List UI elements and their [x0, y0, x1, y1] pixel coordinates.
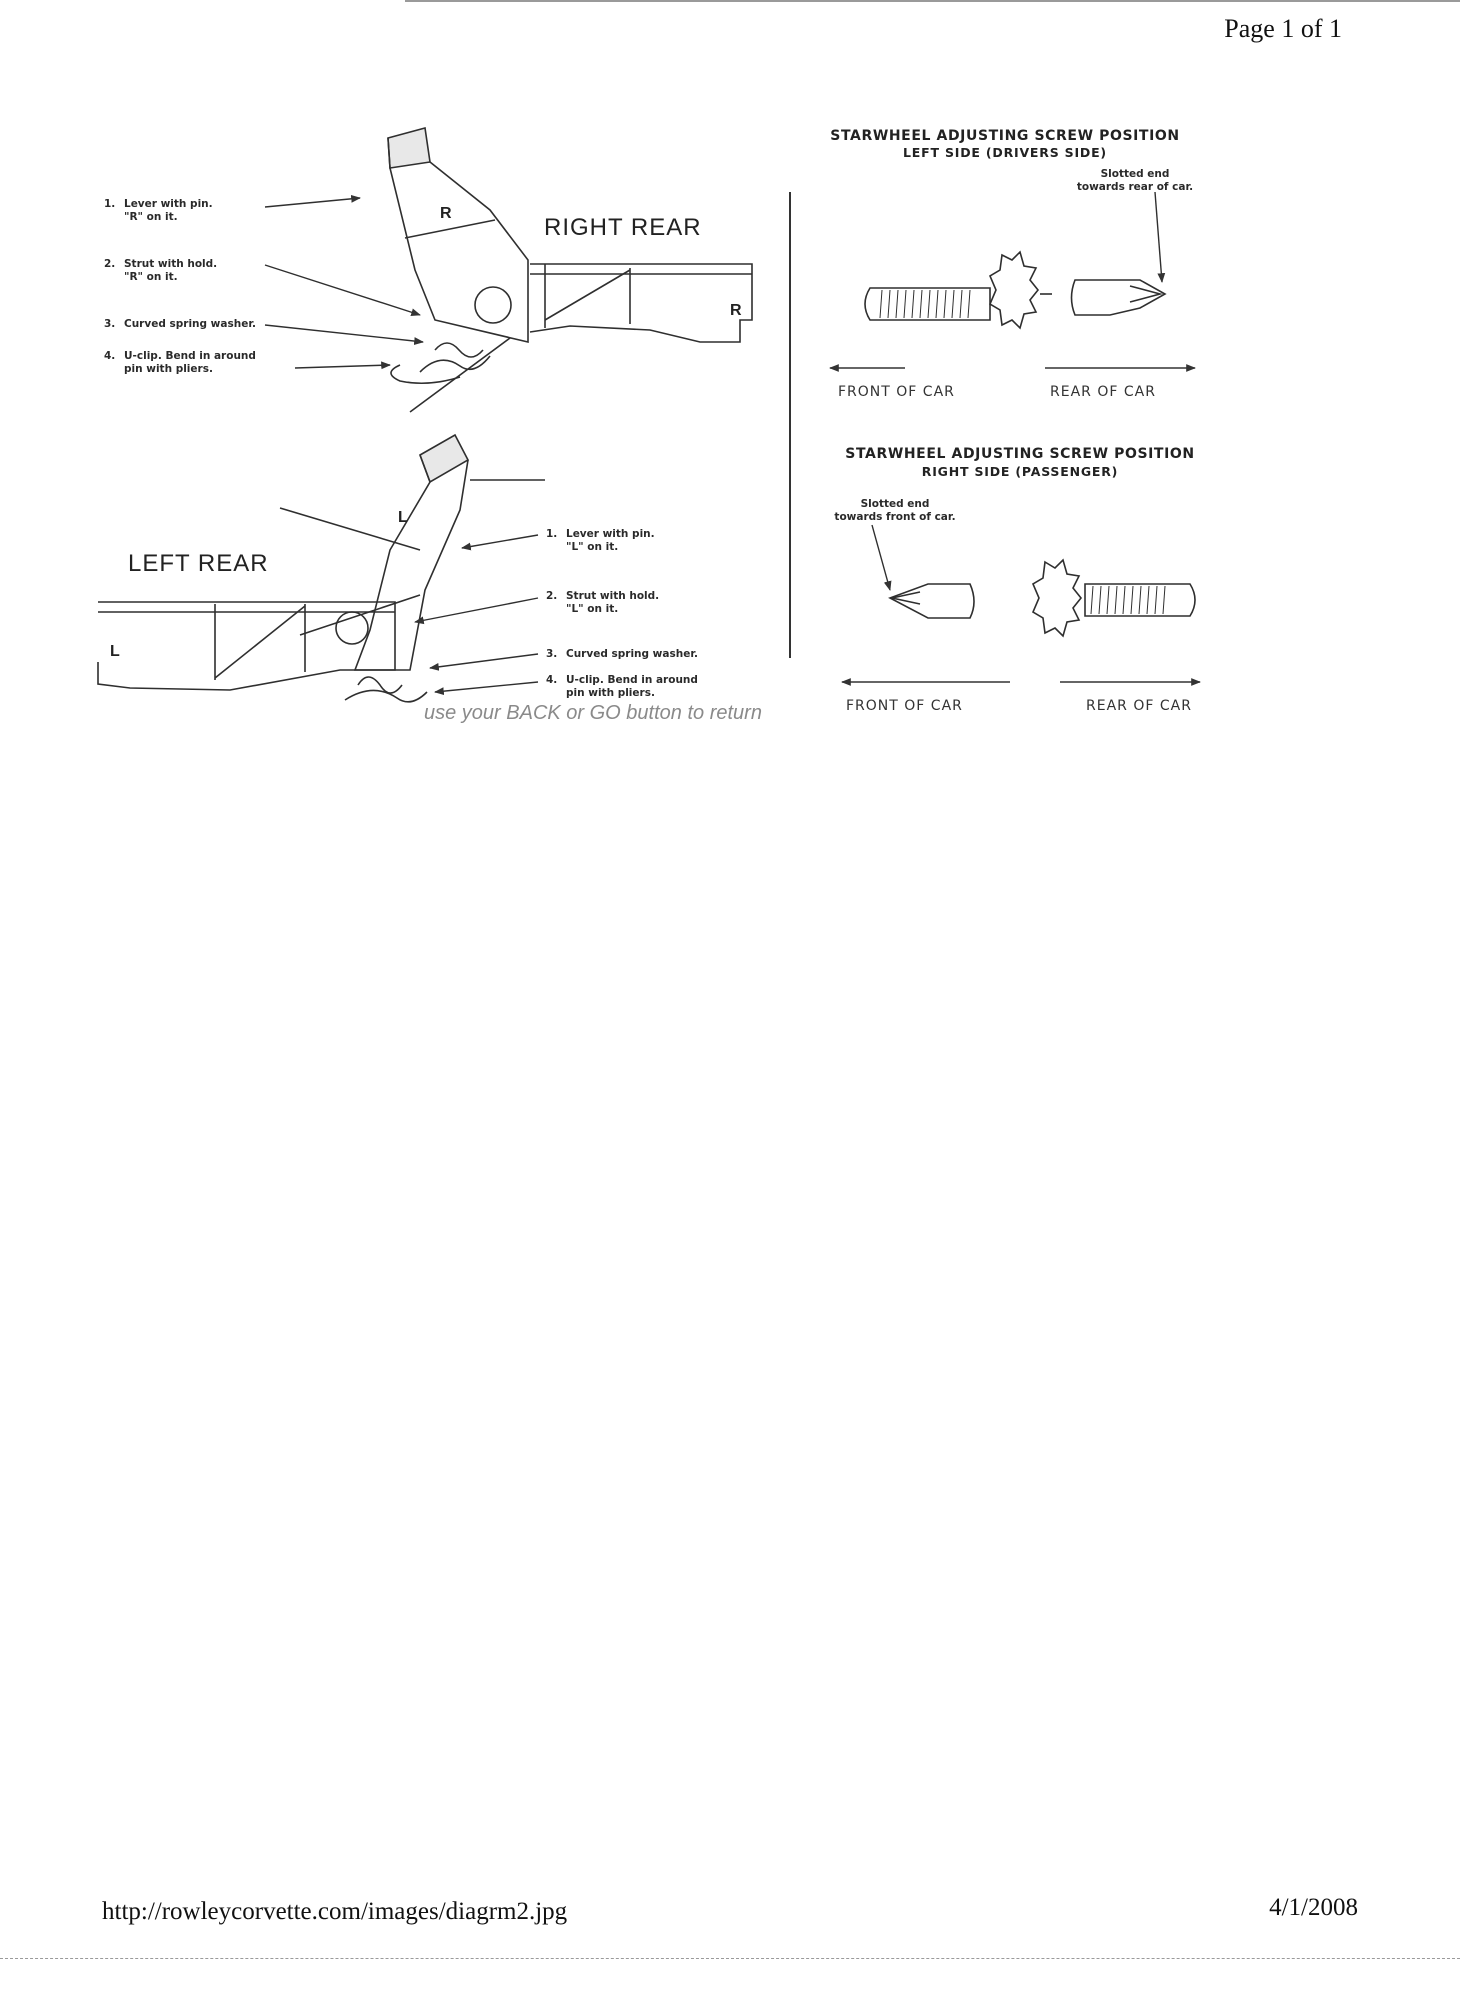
- brake-diagram: R R L L: [90, 110, 1220, 740]
- footer-date: 4/1/2008: [1269, 1894, 1358, 1921]
- diagram-drawing: R R L L: [97, 126, 1201, 703]
- slotted-note-arrow-left: [1154, 191, 1166, 283]
- thread-lines-left: [879, 289, 971, 319]
- return-note: use your BACK or GO button to return: [424, 702, 762, 724]
- left-legend-item-4: 4.U-clip. Bend in around pin with pliers…: [546, 674, 698, 699]
- starwheel-right-note: Slotted end towards front of car.: [834, 498, 956, 523]
- starwheel-right-drawing: [888, 558, 1196, 638]
- page-number: Page 1 of 1: [1224, 14, 1342, 43]
- bottom-scan-rule: [0, 1958, 1460, 1959]
- right-rear-title: RIGHT REAR: [544, 214, 702, 241]
- right-rear-assembly: [387, 126, 753, 413]
- right-legend-item-1: 1.Lever with pin. "R" on it.: [104, 198, 213, 223]
- starwheel-left-drawing: [864, 250, 1167, 330]
- left-rear-leaders: [414, 534, 539, 696]
- left-legend-item-3: 3.Curved spring washer.: [546, 648, 698, 660]
- starwheel-left-rear-label: REAR OF CAR: [1050, 384, 1156, 400]
- right-legend-item-4: 4.U-clip. Bend in around pin with pliers…: [104, 350, 256, 375]
- right-rear-leaders: [264, 194, 424, 370]
- slotted-note-arrow-right: [871, 524, 892, 591]
- left-lever-letter: L: [398, 509, 408, 526]
- starwheel-left-front-label: FRONT OF CAR: [838, 384, 955, 400]
- starwheel-right-front-label: FRONT OF CAR: [846, 698, 963, 714]
- footer-url: http://rowleycorvette.com/images/diagrm2…: [102, 1898, 568, 1925]
- right-legend-item-2: 2.Strut with hold. "R" on it.: [104, 258, 218, 283]
- top-scan-rule: [405, 0, 1460, 2]
- left-legend-item-1: 1.Lever with pin. "L" on it.: [546, 528, 655, 553]
- starwheel-left-subtitle: LEFT SIDE (DRIVERS SIDE): [903, 145, 1107, 160]
- right-legend-item-3: 3.Curved spring washer.: [104, 318, 256, 330]
- starwheel-right-subtitle: RIGHT SIDE (PASSENGER): [921, 464, 1119, 479]
- left-legend-item-2: 2.Strut with hold. "L" on it.: [546, 590, 660, 615]
- starwheel-left-title: STARWHEEL ADJUSTING SCREW POSITION: [830, 128, 1180, 144]
- left-rear-assembly: [97, 433, 545, 703]
- right-shoe-letter: R: [730, 302, 742, 319]
- thread-lines-right: [1090, 585, 1166, 615]
- starwheel-right-title: STARWHEEL ADJUSTING SCREW POSITION: [845, 446, 1195, 462]
- starwheel-left-note: Slotted end towards rear of car.: [1076, 168, 1194, 193]
- left-rear-title: LEFT REAR: [128, 550, 269, 577]
- left-shoe-letter: L: [110, 643, 120, 660]
- right-lever-letter: R: [440, 205, 452, 222]
- starwheel-right-rear-label: REAR OF CAR: [1086, 698, 1192, 714]
